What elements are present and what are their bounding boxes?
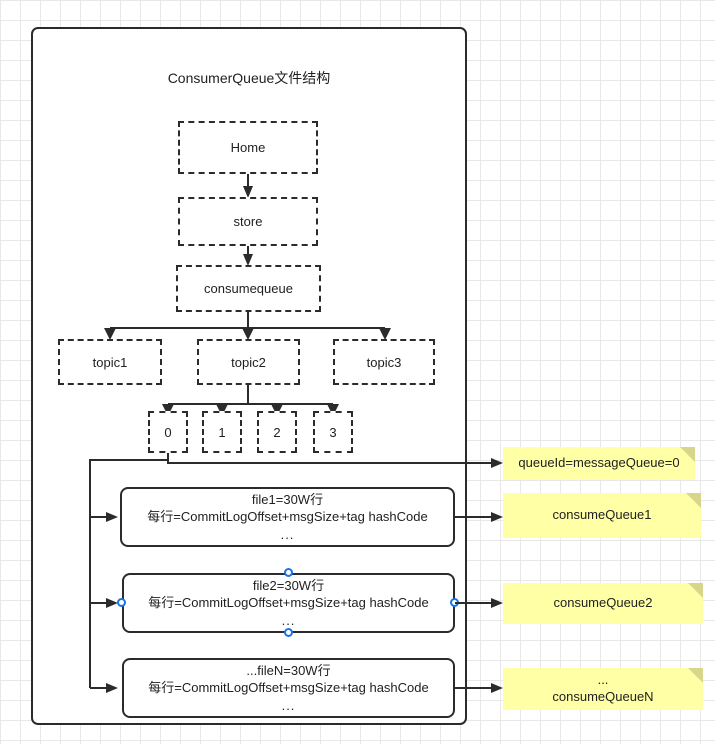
sticky-note-consume-queue-n-ellipsis: ...	[597, 672, 609, 688]
tree-node-topic3-label: topic3	[366, 354, 402, 370]
sticky-note-consume-queue-n-label: consumeQueueN	[552, 689, 654, 704]
queue-index-2-label: 2	[273, 424, 281, 440]
sticky-note-consume-queue-2-label: consumeQueue2	[553, 595, 653, 611]
queue-index-3-label: 3	[329, 424, 337, 440]
file-box-2-ellipsis: ...	[281, 612, 296, 628]
selection-handle-top[interactable]	[284, 568, 293, 577]
tree-node-topic1[interactable]: topic1	[58, 339, 162, 385]
diagram-title: ConsumerQueue文件结构	[167, 70, 331, 86]
sticky-note-consume-queue-n[interactable]: ... consumeQueueN	[503, 668, 703, 710]
sticky-note-queue-id[interactable]: queueId=messageQueue=0	[503, 447, 695, 480]
tree-node-consumequeue-label: consumequeue	[204, 281, 293, 296]
file-box-2[interactable]: file2=30W行 每行=CommitLogOffset+msgSize+ta…	[122, 573, 455, 633]
queue-index-3[interactable]: 3	[313, 411, 353, 453]
file-box-1-detail: 每行=CommitLogOffset+msgSize+tag hashCode	[147, 509, 428, 525]
queue-index-1[interactable]: 1	[202, 411, 242, 453]
tree-node-home[interactable]: Home	[178, 121, 318, 174]
file-box-2-title: file2=30W行	[252, 577, 325, 593]
tree-node-consumequeue[interactable]: consumequeue	[176, 265, 321, 312]
sticky-note-consume-queue-1-label: consumeQueue1	[552, 507, 652, 523]
tree-node-topic1-label: topic1	[92, 354, 128, 370]
tree-node-home-label: Home	[230, 140, 266, 155]
sticky-note-consume-queue-2[interactable]: consumeQueue2	[503, 583, 703, 624]
sticky-note-consume-queue-1[interactable]: consumeQueue1	[503, 493, 701, 538]
queue-index-2[interactable]: 2	[257, 411, 297, 453]
note-fold-icon	[680, 447, 695, 462]
file-box-1[interactable]: file1=30W行 每行=CommitLogOffset+msgSize+ta…	[120, 487, 455, 547]
file-box-1-title: file1=30W行	[251, 491, 324, 507]
selection-handle-right[interactable]	[450, 598, 459, 607]
tree-node-store-label: store	[233, 214, 263, 229]
queue-index-1-label: 1	[218, 424, 226, 440]
file-box-3-title: ...fileN=30W行	[246, 662, 331, 678]
tree-node-store[interactable]: store	[178, 197, 318, 246]
selection-handle-left[interactable]	[117, 598, 126, 607]
sticky-note-queue-id-label: queueId=messageQueue=0	[518, 455, 680, 471]
file-box-2-detail: 每行=CommitLogOffset+msgSize+tag hashCode	[148, 595, 429, 611]
tree-node-topic2[interactable]: topic2	[197, 339, 300, 385]
note-fold-icon	[688, 668, 703, 683]
queue-index-0-label: 0	[164, 424, 172, 440]
tree-node-topic2-label: topic2	[231, 354, 266, 370]
file-box-3[interactable]: ...fileN=30W行 每行=CommitLogOffset+msgSize…	[122, 658, 455, 718]
file-box-1-ellipsis: ...	[280, 526, 295, 542]
queue-index-0[interactable]: 0	[148, 411, 188, 453]
file-box-3-detail: 每行=CommitLogOffset+msgSize+tag hashCode	[148, 680, 429, 696]
note-fold-icon	[686, 493, 701, 508]
tree-node-topic3[interactable]: topic3	[333, 339, 435, 385]
note-fold-icon	[688, 583, 703, 598]
file-box-3-ellipsis: ...	[281, 697, 296, 713]
selection-handle-bottom[interactable]	[284, 628, 293, 637]
